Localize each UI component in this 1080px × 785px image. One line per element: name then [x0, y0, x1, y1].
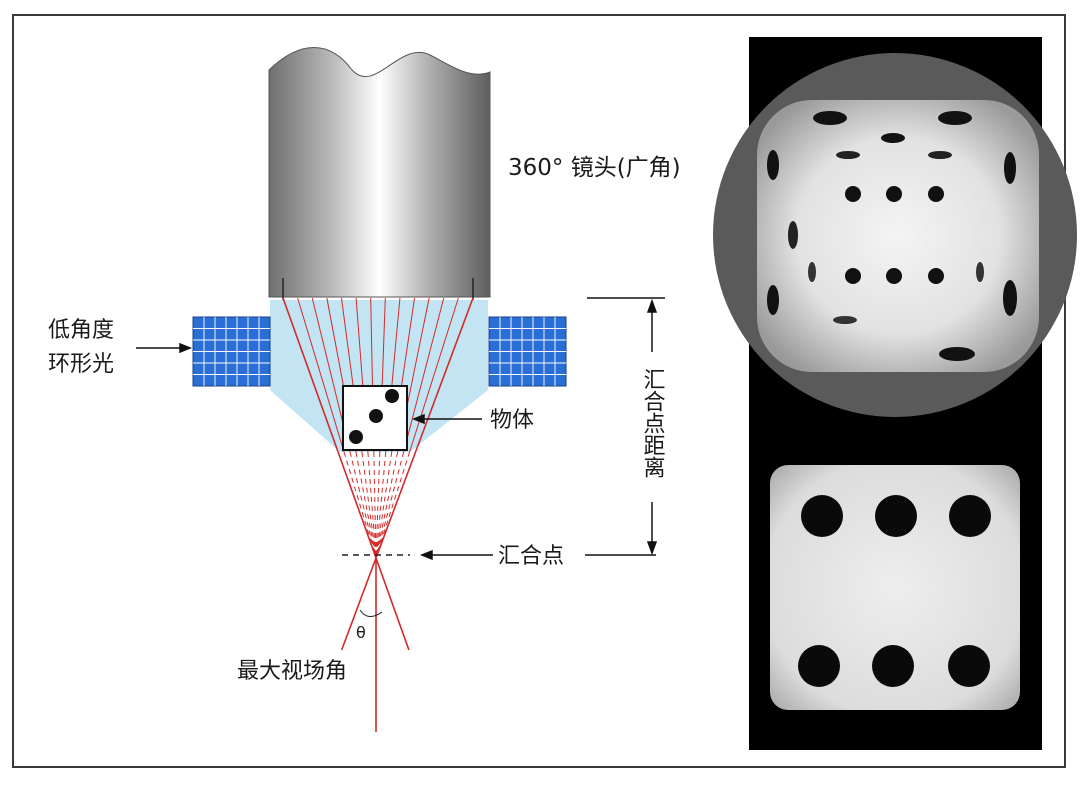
figure-frame: [12, 14, 1066, 768]
convergence-label: 汇合点: [498, 544, 564, 569]
die-pip: [845, 186, 861, 202]
ring-light-right: [488, 316, 567, 387]
dim-arrow-down: [646, 541, 658, 556]
ray-segment: [355, 451, 377, 559]
ring-light-label-line2: 环形光: [48, 352, 114, 377]
ray-segment: [349, 451, 377, 559]
distance-label: 汇合点距离: [640, 368, 666, 478]
die-pip: [801, 495, 843, 537]
die-pip: [928, 186, 944, 202]
ray-segment: [375, 451, 405, 559]
ring-light-label-line1: 低角度: [48, 318, 114, 343]
fov-label: 最大视场角: [237, 659, 347, 684]
die-pip: [798, 645, 840, 687]
die-pip: [875, 495, 917, 537]
die-pip: [788, 221, 798, 249]
die-pip: [767, 285, 779, 315]
die-pip: [1003, 280, 1017, 316]
ray-extension: [340, 557, 377, 651]
die-pip: [1004, 152, 1016, 184]
lens-barrel: [268, 47, 491, 298]
top-dice-image: [713, 53, 1077, 417]
die-pip: [948, 645, 990, 687]
object-label: 物体: [490, 408, 534, 433]
ray-segment: [282, 297, 339, 453]
die-pip: [886, 186, 902, 202]
die-pip: [369, 409, 383, 423]
die-pip: [939, 347, 975, 361]
ray-segment: [414, 297, 474, 453]
dim-arrow-up: [646, 298, 658, 313]
ray-segment: [375, 451, 417, 559]
die-pip: [385, 389, 399, 403]
die-pip: [349, 430, 363, 444]
theta-label: θ: [356, 623, 366, 642]
ray-segment: [337, 451, 377, 559]
die-pip: [872, 645, 914, 687]
die-pip: [767, 150, 779, 180]
ring-light-left: [192, 316, 271, 387]
die-pip: [976, 262, 984, 282]
bottom-dice-image: [770, 465, 1020, 710]
ray-segment: [375, 451, 399, 559]
ray-segment: [297, 297, 345, 453]
light-arrow-head: [179, 342, 193, 354]
die-pip: [881, 133, 905, 143]
die-pip: [845, 268, 861, 284]
object-arrow-head: [411, 413, 425, 425]
ray-segment: [403, 297, 445, 453]
die-pip: [836, 151, 860, 159]
ray-extension: [375, 557, 410, 651]
object-die: [342, 385, 408, 451]
die-pip: [928, 268, 944, 284]
ray-segment: [361, 451, 377, 559]
ray-segment: [409, 297, 459, 453]
convergence-arrow-head: [419, 549, 433, 561]
ray-segment: [343, 451, 377, 559]
die-pip: [886, 268, 902, 284]
ray-segment: [375, 451, 411, 559]
die-pip: [813, 111, 847, 125]
die-pip: [833, 316, 857, 324]
die-pip: [949, 495, 991, 537]
die-pip: [938, 111, 972, 125]
lens-label: 360° 镜头(广角): [508, 155, 681, 181]
photo-panel: [713, 37, 1077, 750]
die-pip: [928, 151, 952, 159]
angle-arc: [359, 609, 383, 617]
die-pip: [808, 262, 816, 282]
